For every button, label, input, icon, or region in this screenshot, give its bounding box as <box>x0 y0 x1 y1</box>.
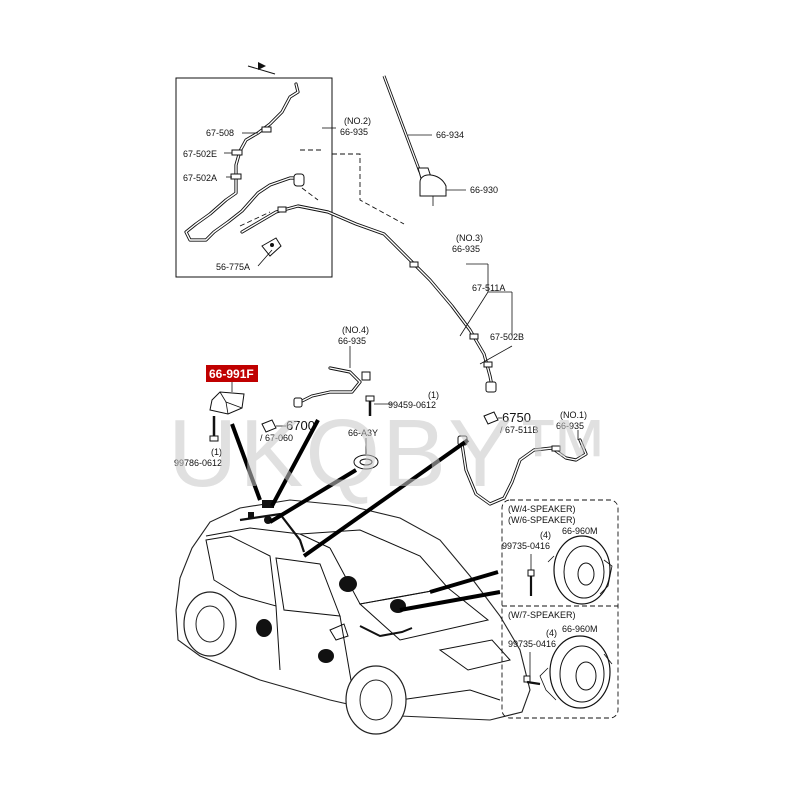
label-no2-part: 66-935 <box>340 127 368 137</box>
speaker-top-part: 66-960M <box>562 526 598 536</box>
dashed-link-inset <box>332 153 405 225</box>
speaker-bottom-note: (W/7-SPEAKER) <box>508 610 576 620</box>
vehicle-outline <box>175 499 531 735</box>
label-66-991F: 66-991F <box>209 367 254 381</box>
label-66-934: 66-934 <box>436 130 464 140</box>
speaker-box: (W/4-SPEAKER) (W/6-SPEAKER) (4) 99735-04… <box>501 499 619 719</box>
bolt-99459-0612 <box>365 395 392 416</box>
label-66-A3Y: 66-A3Y <box>348 428 378 438</box>
label-6700: 6700 <box>286 418 315 433</box>
label-67-511A: 67-511A <box>472 283 505 293</box>
label-67-502E: 67-502E <box>183 149 217 159</box>
label-no4-note: (NO.4) <box>342 325 369 335</box>
label-no4-part: 66-935 <box>338 336 366 346</box>
label-67-511B: / 67-511B <box>500 425 538 435</box>
label-67-502B: 67-502B <box>490 332 524 342</box>
label-no3-note: (NO.3) <box>456 233 483 243</box>
speaker-location-front-lower <box>318 649 334 663</box>
speaker-bottom-screw: 99735-0416 <box>508 639 556 649</box>
connector-6700 <box>261 419 286 433</box>
label-no1-part: 66-935 <box>556 421 584 431</box>
screw-bottom-icon <box>523 652 541 686</box>
label-67-508: 67-508 <box>206 128 234 138</box>
label-67-502A: 67-502A <box>183 173 217 183</box>
label-67-060: / 67-060 <box>260 433 293 443</box>
speaker-location-rear-door <box>256 619 272 637</box>
highlight-badge <box>206 365 258 382</box>
speaker-top-qty: (4) <box>540 530 551 540</box>
label-6750: 6750 <box>502 410 531 425</box>
speaker-bottom-qty: (4) <box>546 628 557 638</box>
watermark: UKQBY™ <box>168 400 612 507</box>
cable-no4 <box>293 346 371 408</box>
feeder-cable-no3 <box>240 204 513 393</box>
label-no1-note: (NO.1) <box>560 410 587 420</box>
roof-antenna <box>382 75 466 206</box>
label-bolt-qty: (1) <box>428 390 439 400</box>
pointer-lines <box>230 419 501 612</box>
speaker-top-icon <box>547 535 613 605</box>
screw-top-icon <box>527 554 535 596</box>
speaker-bottom-part: 66-960M <box>562 624 598 634</box>
speaker-top-note-1: (W/4-SPEAKER) <box>508 504 576 514</box>
label-66-930: 66-930 <box>470 185 498 195</box>
inset-box-no2-harness: 67-508 67-502E 67-502A 56-775A <box>175 62 336 278</box>
label-99786-0612: 99786-0612 <box>174 458 222 468</box>
speaker-location-front-door <box>339 576 357 592</box>
speaker-top-screw: 99735-0416 <box>502 541 550 551</box>
label-no3-part: 66-935 <box>452 244 480 254</box>
speaker-top-note-2: (W/6-SPEAKER) <box>508 515 576 525</box>
grommet-66-A3Y <box>353 438 379 470</box>
antenna-amplifier-66-991F: 66-991F <box>206 365 258 442</box>
label-99459-0612: 99459-0612 <box>388 400 436 410</box>
speaker-bottom-icon <box>539 635 613 709</box>
label-no2-note: (NO.2) <box>344 116 371 126</box>
label-screw-qty: (1) <box>211 447 222 457</box>
label-56-775A: 56-775A <box>216 262 250 272</box>
